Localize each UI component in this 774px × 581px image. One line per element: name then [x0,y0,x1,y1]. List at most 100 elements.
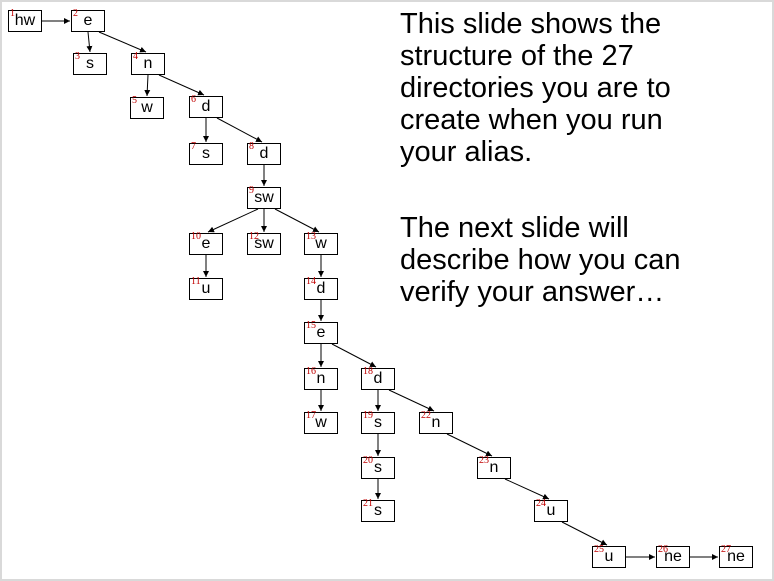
node-number: 4 [133,51,138,62]
node-label: n [431,414,441,431]
node-label: d [316,280,326,297]
node-number: 20 [363,455,373,466]
node-label: d [259,145,269,162]
node-number: 24 [536,498,546,509]
node-number: 19 [363,410,373,421]
node-label: e [83,12,93,29]
tree-edge [388,389,435,412]
next-slide-paragraph: The next slide will describe how you can… [388,212,774,308]
node-label: s [86,55,94,72]
node-label: e [201,235,211,252]
text-line: The next slide will [400,212,629,244]
node-label: ne [664,548,682,565]
node-label: hw [14,12,36,29]
node-label: u [201,280,211,297]
node-label: sw [254,235,274,252]
tree-edge [446,433,493,457]
text-line: create when you run [400,104,663,136]
node-label: s [374,502,382,519]
tree-edge [98,31,147,53]
tree-edge [504,478,550,500]
node-label: w [315,414,327,431]
node-label: w [141,99,153,116]
tree-edge [158,74,205,96]
node-number: 14 [306,276,316,287]
node-number: 2 [73,8,78,19]
node-number: 21 [363,498,373,509]
node-number: 23 [479,455,489,466]
node-number: 15 [306,320,316,331]
node-number: 6 [191,94,196,105]
tree-edge [216,117,263,143]
tree-edge [274,208,320,233]
text-line: directories you are to [400,72,671,104]
tree-edge [144,74,151,97]
node-number: 10 [191,231,201,242]
node-label: d [201,98,211,115]
text-line: verify your answer… [400,276,665,308]
node-label: n [489,459,499,476]
node-number: 22 [421,410,431,421]
node-number: 26 [658,544,668,555]
node-number: 3 [75,51,80,62]
node-label: d [373,370,383,387]
node-number: 7 [191,141,196,152]
node-number: 25 [594,544,604,555]
tree-edge [86,31,93,53]
tree-edge [207,208,259,233]
node-label: s [202,145,210,162]
text-line: describe how you can [400,244,681,276]
node-number: 16 [306,366,316,377]
text-line: your alias. [400,136,533,168]
node-number: 12 [249,231,259,242]
node-label: s [374,459,382,476]
node-number: 1 [10,8,15,19]
text-line: structure of the 27 [400,40,634,72]
node-number: 18 [363,366,373,377]
node-number: 11 [191,276,201,287]
text-line: This slide shows the [400,8,662,40]
node-label: ne [727,548,745,565]
node-label: e [316,324,326,341]
tree-edge [561,521,608,546]
node-label: s [374,414,382,431]
description-paragraph: This slide shows the structure of the 27… [388,8,774,168]
node-label: n [143,55,153,72]
node-label: sw [254,189,274,206]
tree-edge [331,343,377,368]
node-number: 17 [306,410,316,421]
node-number: 9 [249,185,254,196]
node-label: u [604,548,614,565]
node-number: 8 [249,141,254,152]
node-number: 5 [132,95,137,106]
node-number: 13 [306,231,316,242]
node-label: w [315,235,327,252]
